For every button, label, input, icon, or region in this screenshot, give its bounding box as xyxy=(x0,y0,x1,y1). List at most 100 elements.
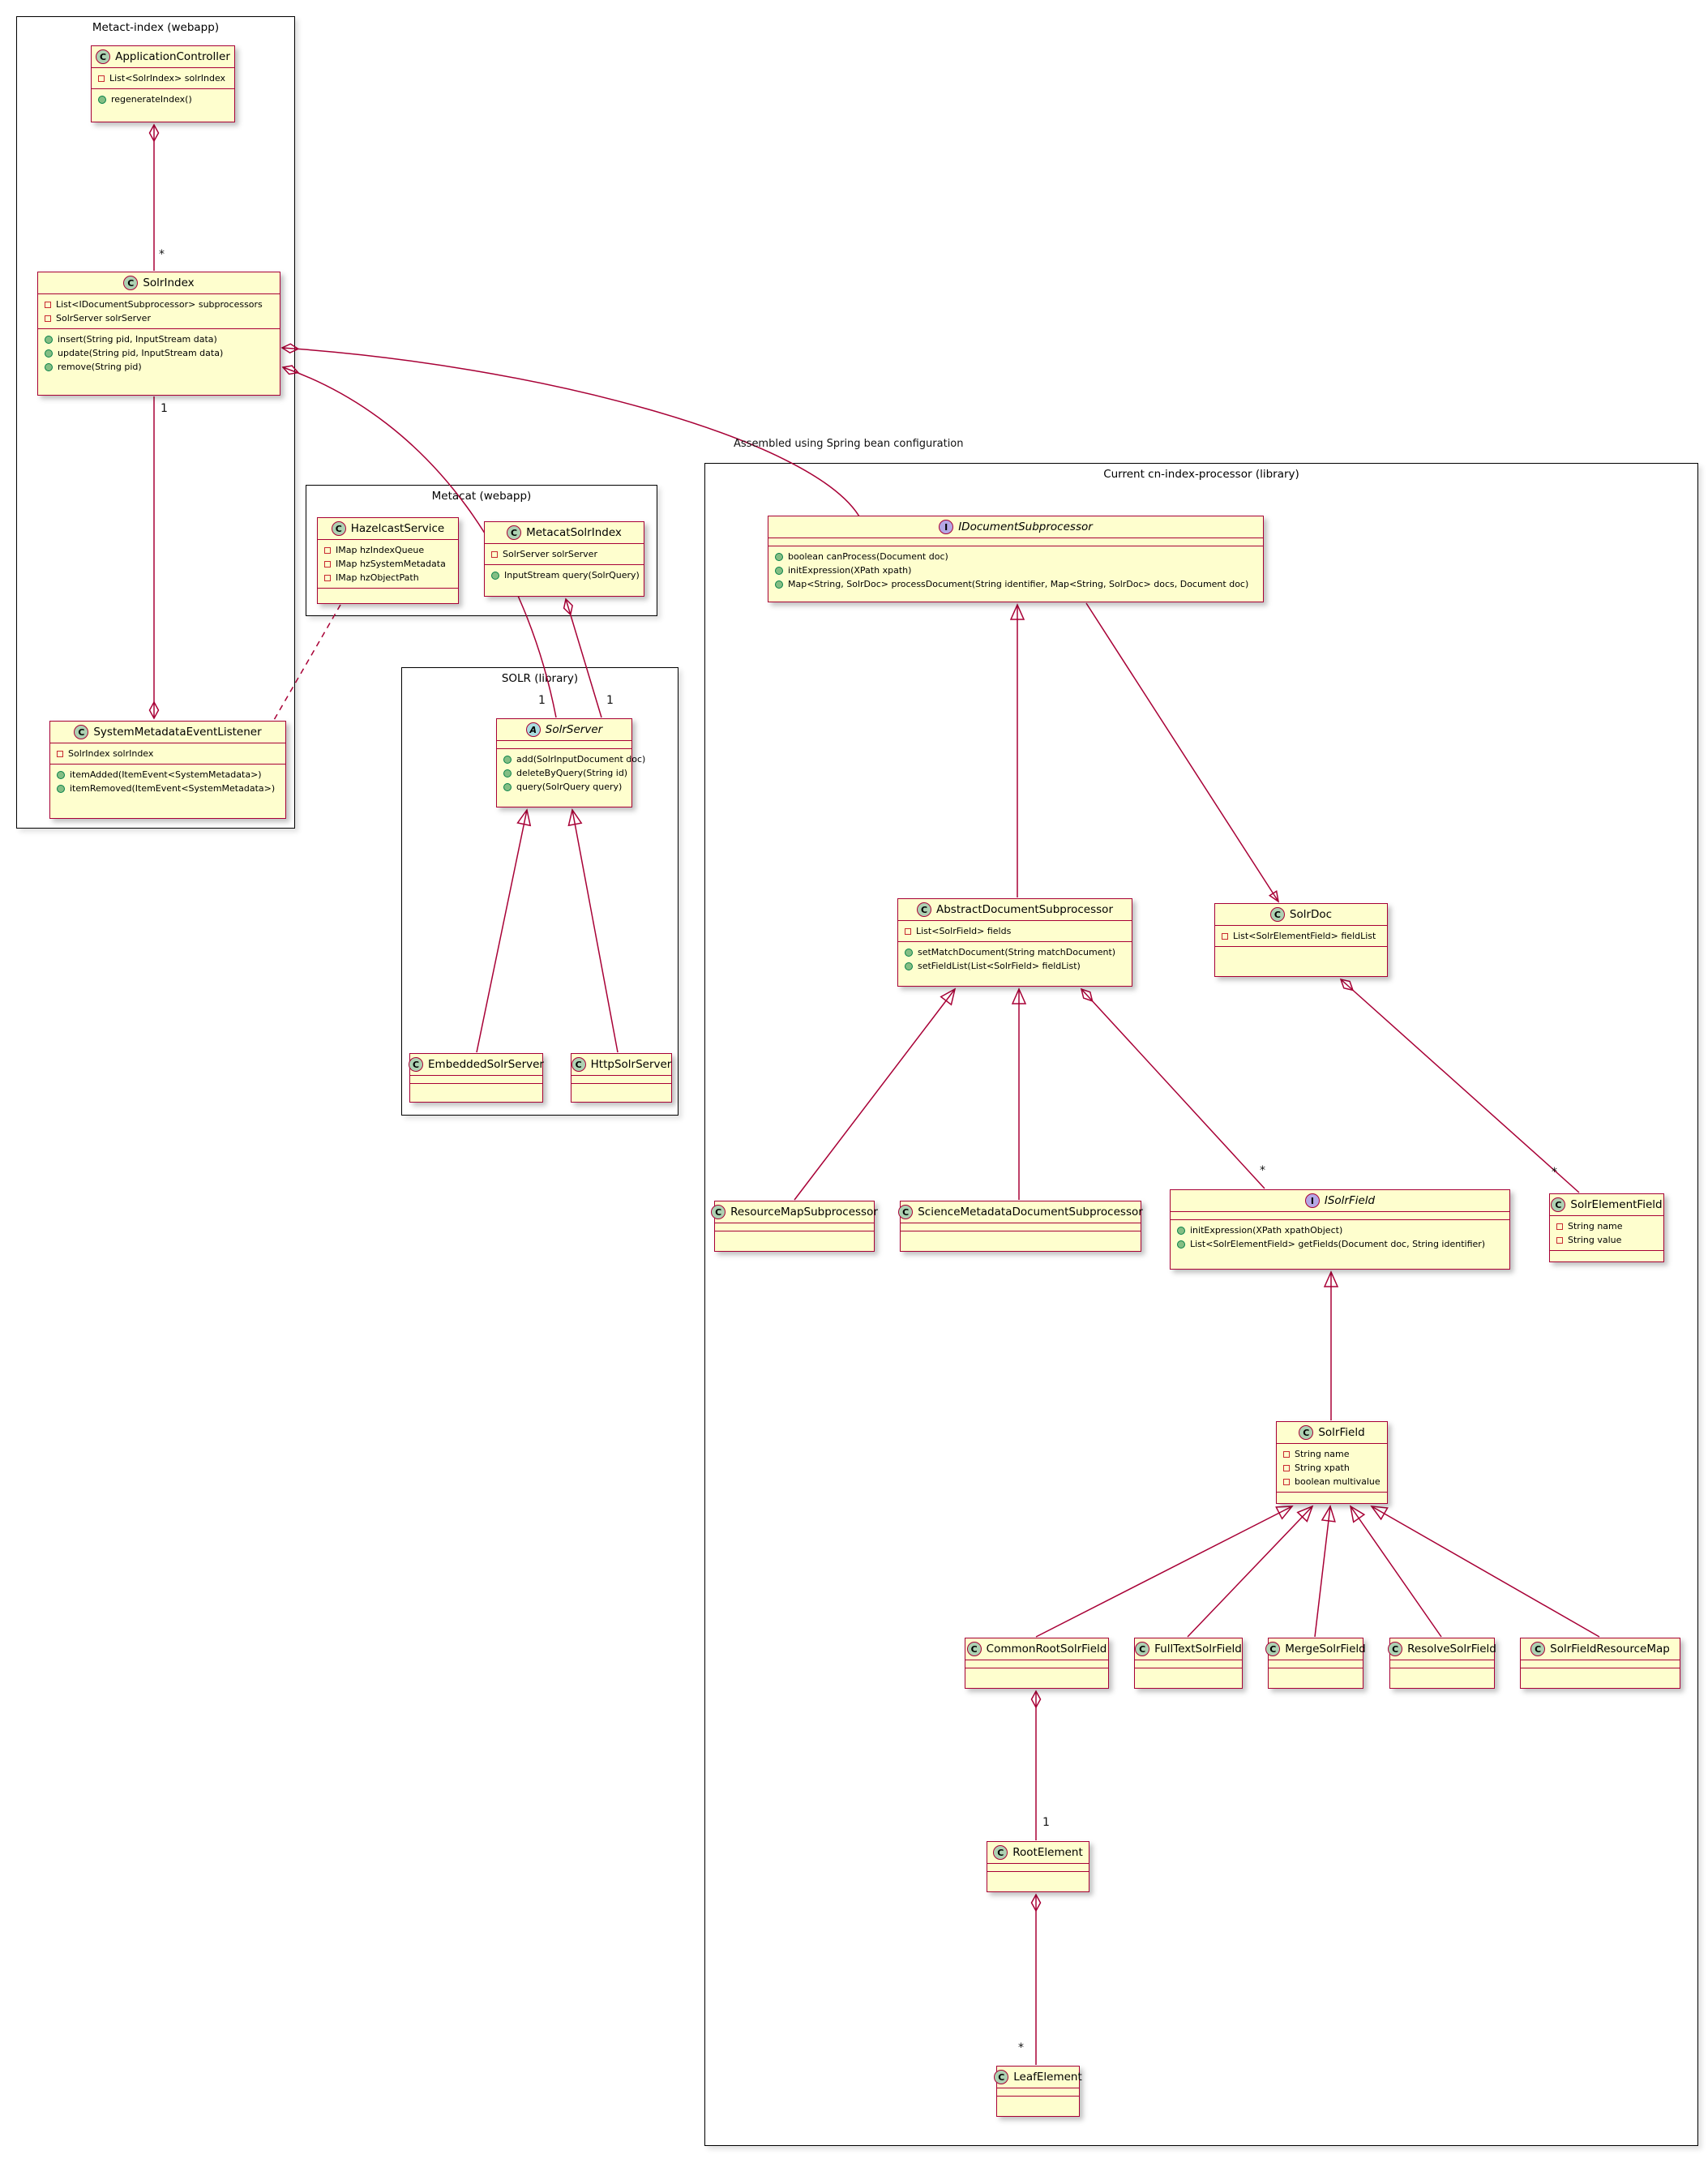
class-spot-icon: C xyxy=(1269,907,1285,922)
class-spot-icon: C xyxy=(331,521,346,536)
methods-section: itemAdded(ItemEvent<SystemMetadata>) ite… xyxy=(50,764,285,818)
method-text: remove(String pid) xyxy=(58,362,142,372)
class-name: SystemMetadataEventListener xyxy=(93,726,262,739)
method-row: boolean canProcess(Document doc) xyxy=(775,550,1256,563)
field-row: String name xyxy=(1556,1219,1657,1233)
interface-spot-icon: I xyxy=(1304,1193,1320,1208)
fields-section xyxy=(1521,1660,1680,1668)
class-name: HttpSolrServer xyxy=(590,1058,672,1071)
edge-solrindex-idocumentsubprocessor xyxy=(280,343,860,517)
class-box-solrelementfield: C SolrElementField String name String val… xyxy=(1549,1193,1664,1262)
fields-section: String name String value xyxy=(1550,1216,1663,1250)
methods-section xyxy=(901,1231,1141,1251)
private-field-icon xyxy=(324,574,331,581)
public-method-icon xyxy=(57,784,65,793)
class-header: C SolrElementField xyxy=(1550,1194,1663,1216)
method-text: InputStream query(SolrQuery) xyxy=(504,570,640,580)
field-row: boolean multivalue xyxy=(1283,1475,1381,1488)
class-spot-icon: C xyxy=(507,525,522,540)
public-method-icon xyxy=(775,566,783,575)
methods-section xyxy=(1269,1668,1363,1688)
methods-section xyxy=(1390,1668,1494,1688)
fields-section xyxy=(715,1223,874,1231)
method-row: regenerateIndex() xyxy=(98,92,228,106)
private-field-icon xyxy=(1283,1450,1290,1458)
class-name: ResourceMapSubprocessor xyxy=(730,1206,878,1219)
class-header: A SolrServer xyxy=(497,719,631,741)
methods-section: InputStream query(SolrQuery) xyxy=(485,564,644,596)
class-spot-icon: C xyxy=(571,1057,586,1072)
class-name: HazelcastService xyxy=(350,522,445,535)
package-metact-index: Metact-index (webapp) xyxy=(16,16,295,829)
interface-spot-icon: I xyxy=(939,520,954,534)
method-text: initExpression(XPath xpath) xyxy=(788,565,912,576)
methods-section xyxy=(571,1083,671,1102)
method-row: query(SolrQuery query) xyxy=(503,780,625,794)
field-row: IMap hzIndexQueue xyxy=(324,543,452,557)
field-row: SolrServer solrServer xyxy=(45,311,273,325)
fields-section xyxy=(571,1076,671,1083)
method-text: insert(String pid, InputStream data) xyxy=(58,334,217,345)
fields-section xyxy=(901,1223,1141,1231)
field-row: List<SolrIndex> solrIndex xyxy=(98,71,228,85)
class-name: SolrFieldResourceMap xyxy=(1550,1643,1670,1655)
field-text: SolrServer solrServer xyxy=(56,313,151,323)
abstract-class-spot-icon: A xyxy=(525,722,541,737)
method-row: List<SolrElementField> getFields(Documen… xyxy=(1177,1237,1503,1251)
class-spot-icon: C xyxy=(994,2070,1009,2084)
edge-resourcemapsubprocessor-abstractdocumentsubprocessor xyxy=(794,987,957,1201)
method-row: setMatchDocument(String matchDocument) xyxy=(905,945,1125,959)
class-name: SolrServer xyxy=(545,723,603,736)
methods-section: initExpression(XPath xpathObject) List<S… xyxy=(1171,1219,1509,1269)
method-text: add(SolrInputDocument doc) xyxy=(516,754,646,765)
class-name: SolrField xyxy=(1318,1426,1365,1439)
class-name: SolrDoc xyxy=(1289,908,1333,921)
public-method-icon xyxy=(503,769,512,777)
fields-section: String name String xpath boolean multiva… xyxy=(1277,1444,1387,1492)
package-title: SOLR (library) xyxy=(501,672,579,685)
multiplicity-label: * xyxy=(159,248,165,261)
public-method-icon xyxy=(491,571,499,580)
multiplicity-label: 1 xyxy=(606,694,614,707)
edge-metacatsolrindex-solrserver xyxy=(563,598,602,718)
method-row: remove(String pid) xyxy=(45,360,273,374)
class-spot-icon: C xyxy=(1551,1197,1566,1212)
public-method-icon xyxy=(1177,1240,1185,1249)
methods-section: insert(String pid, InputStream data) upd… xyxy=(38,328,280,395)
multiplicity-label: * xyxy=(1018,2041,1024,2054)
field-text: String value xyxy=(1568,1235,1622,1245)
method-row: itemRemoved(ItemEvent<SystemMetadata>) xyxy=(57,782,279,795)
edge-solrfieldresourcemap-solrfield xyxy=(1370,1506,1600,1638)
methods-section xyxy=(410,1083,542,1102)
fields-section xyxy=(768,538,1263,546)
method-text: itemRemoved(ItemEvent<SystemMetadata>) xyxy=(70,783,276,794)
field-text: IMap hzIndexQueue xyxy=(336,545,425,555)
methods-section: boolean canProcess(Document doc) initExp… xyxy=(768,546,1263,602)
edge-commonrootsolrfield-solrfield xyxy=(1035,1506,1294,1638)
public-method-icon xyxy=(1177,1226,1185,1235)
edge-embeddedsolrserver-solrserver xyxy=(476,808,532,1053)
edge-note-spring: Assembled using Spring bean configuratio… xyxy=(734,438,964,450)
method-text: itemAdded(ItemEvent<SystemMetadata>) xyxy=(70,769,262,780)
class-spot-icon: C xyxy=(966,1642,982,1656)
method-text: setMatchDocument(String matchDocument) xyxy=(918,947,1116,957)
class-name: SolrElementField xyxy=(1570,1198,1663,1211)
private-field-icon xyxy=(491,550,498,558)
methods-section xyxy=(318,588,458,603)
public-method-icon xyxy=(98,95,106,104)
